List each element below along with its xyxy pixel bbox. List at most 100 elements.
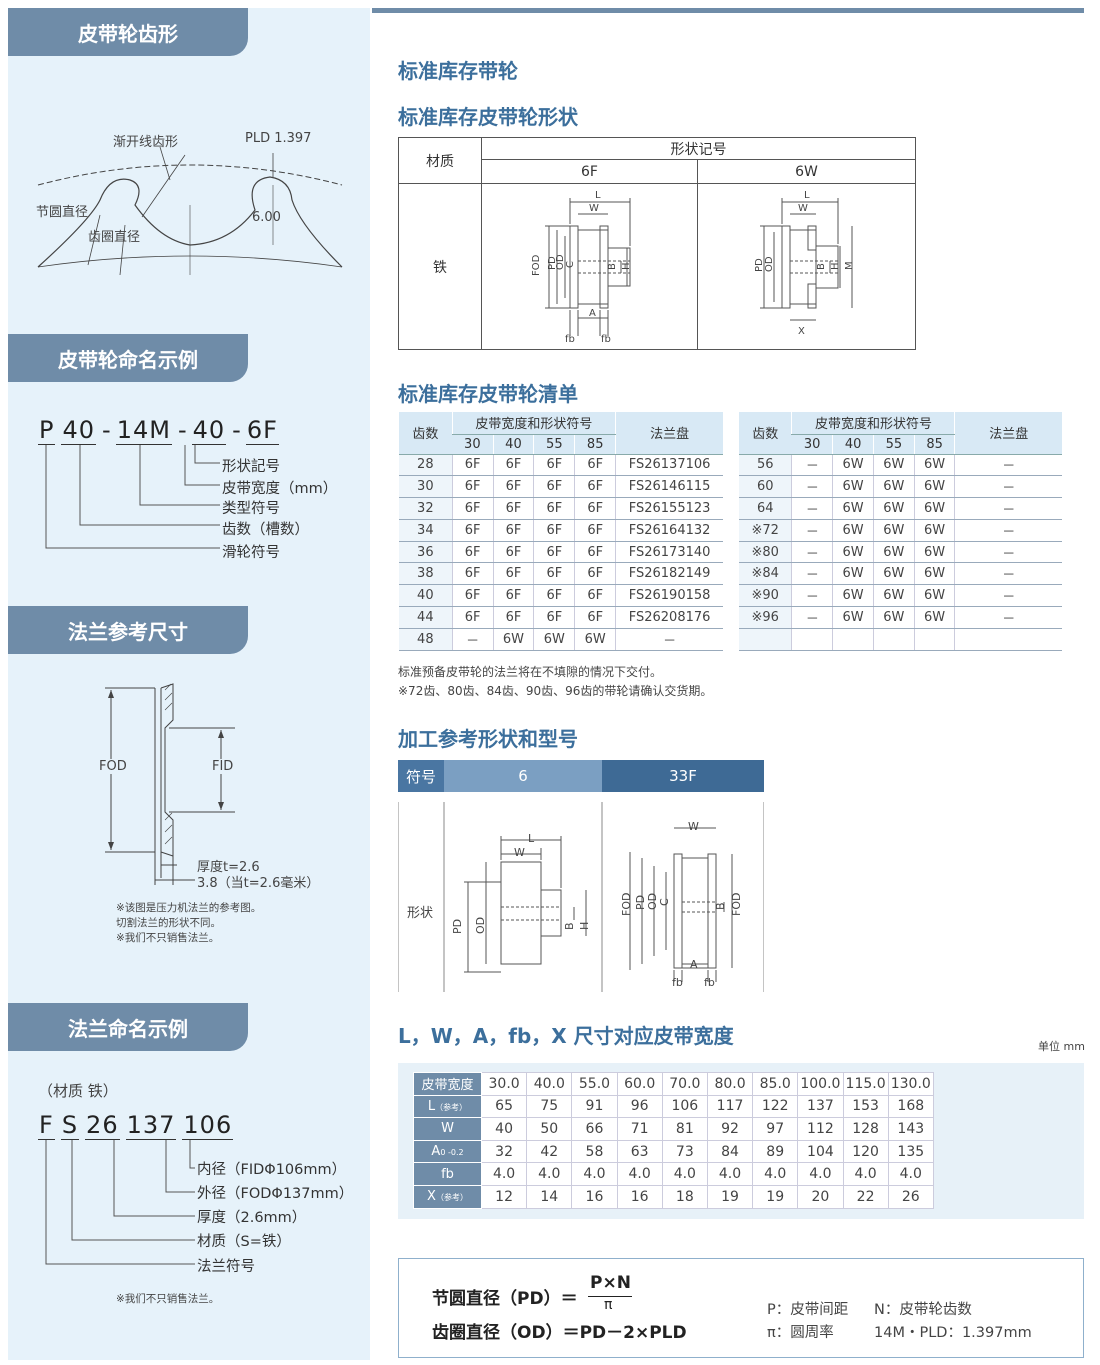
- table-cell: FS26208176: [615, 606, 723, 629]
- dim-width-cell: 40.0: [526, 1072, 573, 1096]
- table-cell: 6W: [492, 628, 534, 651]
- dim-value-cell: 12: [480, 1184, 528, 1209]
- table-cell: 6F: [533, 562, 575, 586]
- dim-value-cell: 4.0: [797, 1162, 844, 1186]
- table-cell: 6F: [492, 606, 534, 629]
- pulley-code-leader-lines: [45, 445, 220, 549]
- flange-legend-od: 外径（FODΦ137mm）: [197, 1186, 354, 1202]
- thickness-label: 厚度t=2.6: [197, 860, 260, 875]
- col-teeth: 齿数: [739, 412, 792, 455]
- table-cell: －: [954, 562, 1062, 586]
- table-cell: 28: [399, 454, 453, 477]
- svg-text:B: B: [563, 922, 576, 930]
- legend-shape: 形状記号: [222, 459, 280, 475]
- table-cell: －: [791, 562, 833, 586]
- svg-text:H: H: [578, 922, 591, 930]
- table-cell: FS26155123: [615, 497, 723, 520]
- dim-value-cell: 97: [752, 1117, 799, 1141]
- table-cell: 6F: [574, 606, 616, 629]
- table-cell: ※80: [739, 541, 792, 564]
- table-cell: 6F: [574, 475, 616, 499]
- title-list: 标准库存皮带轮清单: [398, 382, 578, 406]
- shape-col-6w: 6W: [697, 159, 916, 184]
- table-cell: 6W: [832, 497, 874, 520]
- dim-value-cell: 153: [842, 1094, 889, 1119]
- svg-text:L: L: [804, 190, 810, 201]
- root-dia-label: 齿圈直径: [88, 230, 141, 245]
- dim-row-label: X（参考）: [413, 1184, 482, 1209]
- svg-text:L: L: [528, 832, 535, 845]
- table-cell: －: [791, 584, 833, 608]
- dim-value-cell: 137: [797, 1094, 844, 1119]
- svg-text:X: X: [798, 326, 805, 337]
- table-cell: 6W: [832, 475, 874, 499]
- pld-label: PLD 1.397: [245, 131, 312, 146]
- flange-note-2: 切割法兰的形状不同。: [116, 917, 221, 929]
- flange-note-3: ※我们不只销售法兰。: [116, 932, 220, 944]
- table-cell: －: [954, 475, 1062, 499]
- pulley-code-type: 14M: [115, 416, 172, 445]
- table-cell: －: [954, 606, 1062, 629]
- dim-width-cell: 70.0: [661, 1072, 708, 1096]
- flange-material: （材质 铁）: [38, 1082, 118, 1100]
- table-cell: FS26190158: [615, 584, 723, 608]
- dim-value-cell: 4.0: [706, 1162, 754, 1186]
- svg-text:B: B: [714, 902, 727, 910]
- table-cell: 6F: [533, 475, 575, 499]
- table-cell: 6F: [533, 584, 575, 608]
- table-cell: 38: [399, 562, 453, 586]
- svg-text:PD: PD: [634, 895, 647, 910]
- tooth-depth-label: 6.00: [252, 210, 281, 225]
- flange-code-material: S: [60, 1111, 80, 1140]
- flange-note-1: ※该图是压力机法兰的参考图。: [116, 902, 262, 914]
- legend-pulley-symbol: 滑轮符号: [222, 545, 280, 561]
- dim-value-cell: 4.0: [616, 1162, 663, 1186]
- table-cell: 6F: [451, 497, 494, 520]
- shape-table: 材质 形状记号 6F 6W 铁: [398, 137, 916, 350]
- svg-text:H: H: [621, 262, 632, 270]
- dim-value-cell: 42: [526, 1139, 573, 1164]
- table-cell: 6W: [832, 454, 874, 477]
- shape-col-6f: 6F: [481, 159, 698, 184]
- table-cell: 6W: [913, 562, 955, 586]
- dim-row-label: L（参考）: [413, 1094, 482, 1119]
- table-cell: 64: [739, 497, 792, 520]
- flange-code-thickness: 26: [85, 1111, 120, 1140]
- table-cell: 6F: [451, 454, 494, 477]
- table-cell: 6W: [872, 475, 915, 499]
- svg-text:M: M: [844, 261, 855, 270]
- flange-legend-id: 内径（FIDΦ106mm）: [197, 1162, 347, 1178]
- title-stock: 标准库存带轮: [398, 59, 518, 83]
- table-cell: 6F: [492, 497, 534, 520]
- table-cell: 34: [399, 519, 453, 542]
- table-cell: 6W: [913, 454, 955, 477]
- table-cell: 32: [399, 497, 453, 520]
- dim-value-cell: 143: [887, 1117, 934, 1141]
- table-cell: 6W: [872, 541, 915, 564]
- svg-text:fb: fb: [704, 976, 715, 989]
- tab-naming-example: 皮带轮命名示例: [8, 334, 248, 382]
- dim-value-cell: 16: [571, 1184, 618, 1209]
- dim-value-cell: 92: [706, 1117, 754, 1141]
- fid-label: FID: [212, 759, 234, 774]
- dim-value-cell: 135: [887, 1139, 934, 1164]
- table-cell: 6W: [832, 584, 874, 608]
- proc-col-6: 6: [444, 760, 602, 792]
- svg-text:C: C: [565, 261, 576, 268]
- table-cell: ※72: [739, 519, 792, 542]
- dim-row-label: A0 -0.2: [413, 1139, 482, 1164]
- table-cell: 6F: [533, 454, 575, 477]
- proc-row-shape: 形状: [407, 906, 434, 921]
- table-cell: ※84: [739, 562, 792, 586]
